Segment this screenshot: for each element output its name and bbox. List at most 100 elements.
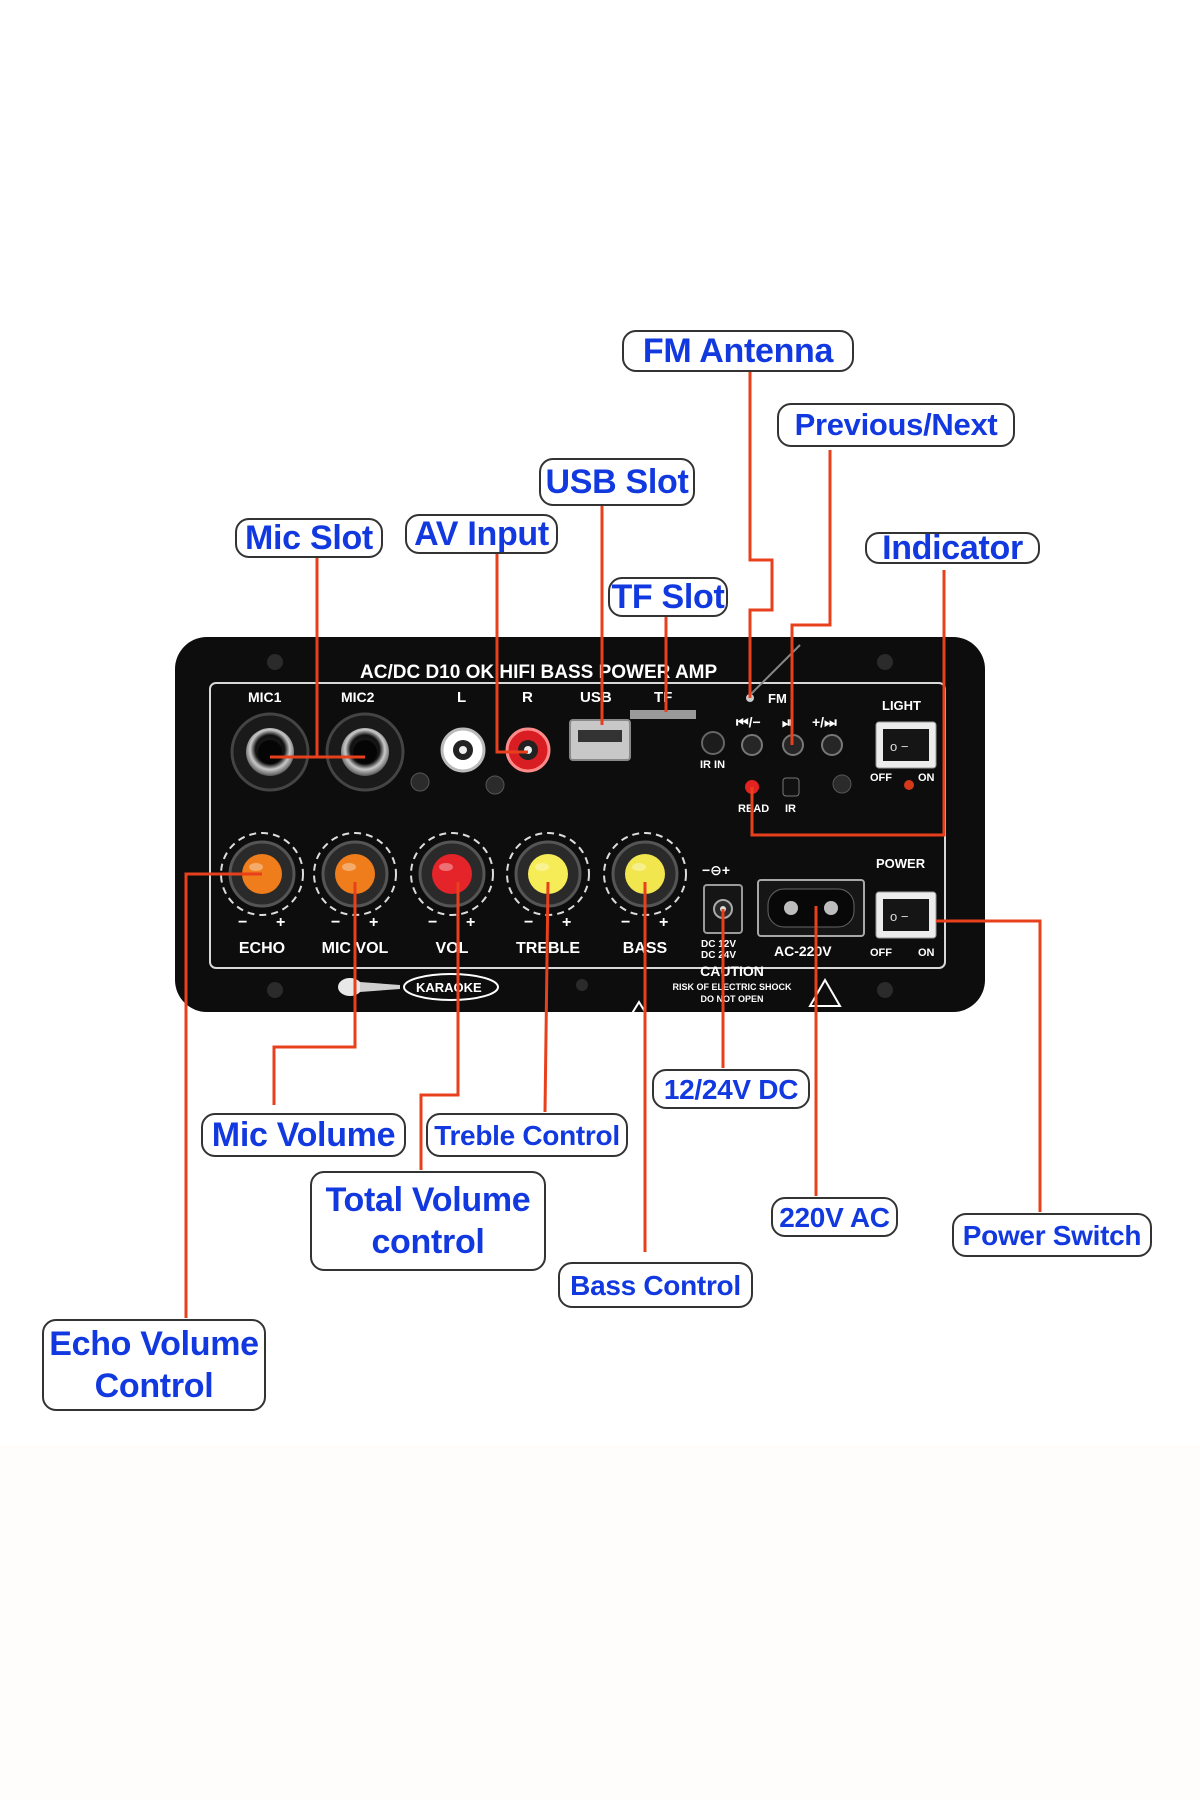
knob-plus-sign: + xyxy=(276,914,285,931)
knob-plus-sign: + xyxy=(466,914,475,931)
rca-left-label: L xyxy=(457,689,466,706)
vol-knob[interactable] xyxy=(410,832,494,916)
usb-label: USB xyxy=(580,689,612,706)
callout-text: FM Antenna xyxy=(642,331,834,370)
leader-treble xyxy=(543,881,550,1113)
mic1-jack[interactable] xyxy=(230,712,310,792)
knob-plus-sign: + xyxy=(562,914,571,931)
callout-text-line-1: Echo Volume xyxy=(49,1324,259,1363)
callout-text: 220V AC xyxy=(779,1201,890,1233)
callout-text: Bass Control xyxy=(570,1269,741,1301)
knob-minus-sign: − xyxy=(331,914,340,931)
dc-symbol: −⊖+ xyxy=(702,862,730,878)
tf-label: TF xyxy=(654,689,672,706)
mic1-label: MIC1 xyxy=(248,689,282,705)
vol-label: VOL xyxy=(436,940,469,957)
light-off-label: OFF xyxy=(870,772,892,784)
prev-button[interactable] xyxy=(741,734,763,756)
callout-ac: 220V AC xyxy=(771,1197,898,1237)
ac-power-socket[interactable] xyxy=(757,879,865,937)
mic2-label: MIC2 xyxy=(341,689,375,705)
callout-text: Treble Control xyxy=(434,1119,620,1151)
callout-tf-slot: TF Slot xyxy=(608,577,728,617)
caution-title: CAUTION xyxy=(700,963,764,979)
power-on-label: ON xyxy=(918,947,935,959)
ir-label: IR xyxy=(785,803,796,815)
callout-usb-slot: USB Slot xyxy=(539,458,695,506)
callout-text-line-2: control xyxy=(371,1223,485,1261)
callout-text: TF Slot xyxy=(611,577,725,616)
next-button[interactable] xyxy=(821,734,843,756)
callout-text: Mic Volume xyxy=(211,1115,396,1154)
callout-text: 12/24V DC xyxy=(663,1073,799,1105)
knob-plus-sign: + xyxy=(369,914,378,931)
callout-treble-control: Treble Control xyxy=(426,1113,628,1157)
callout-previous-next: Previous/Next xyxy=(777,403,1015,447)
echo-label: ECHO xyxy=(239,940,285,957)
knob-minus-sign: − xyxy=(238,914,247,931)
amplifier-panel: AC/DC D10 OK HIFI BASS POWER AMP MIC1 MI… xyxy=(175,637,985,1021)
callout-mic-slot: Mic Slot xyxy=(235,518,383,558)
ir-receiver xyxy=(782,777,800,797)
light-switch-title: LIGHT xyxy=(882,698,921,713)
callout-power-switch: Power Switch xyxy=(952,1213,1152,1257)
leader-indicator xyxy=(750,570,946,837)
rca-right-label: R xyxy=(522,689,533,706)
svg-text:o −: o − xyxy=(890,909,908,924)
dc-label-1: DC 12V xyxy=(701,939,736,950)
panel-title: AC/DC D10 OK HIFI BASS POWER AMP xyxy=(360,662,717,683)
callout-text: USB Slot xyxy=(545,462,689,501)
leader-lines xyxy=(184,372,1042,1318)
rca-right-jack[interactable] xyxy=(505,727,551,773)
knob-row: −+ECHO−+MIC VOL−+VOL−+TREBLE−+BASS xyxy=(220,832,687,957)
callout-fm-antenna: FM Antenna xyxy=(622,330,854,372)
bottom-background xyxy=(0,1445,1200,1800)
screw xyxy=(877,654,893,670)
knob-minus-sign: − xyxy=(621,914,630,931)
screw xyxy=(576,979,588,991)
callout-text-line-1: Total Volume xyxy=(325,1180,531,1219)
knob-minus-sign: − xyxy=(524,914,533,931)
usb-port[interactable] xyxy=(569,719,631,761)
next-button-label: +/⏭ xyxy=(812,714,837,730)
leader-mic-volume xyxy=(272,882,357,1105)
rca-left-jack[interactable] xyxy=(440,727,486,773)
light-on-label: ON xyxy=(918,772,935,784)
callout-text: Previous/Next xyxy=(794,406,998,442)
play-button-label: ⏯ xyxy=(782,714,793,730)
leader-av-input xyxy=(495,552,528,754)
light-switch[interactable]: o − xyxy=(875,721,937,769)
callout-indicator: Indicator xyxy=(865,529,1040,567)
leader-mic-slot xyxy=(270,555,365,759)
caution-line-1: RISK OF ELECTRIC SHOCK xyxy=(672,982,792,992)
callout-bass-control: Bass Control xyxy=(558,1262,753,1308)
bass-knob[interactable] xyxy=(603,832,687,916)
callout-text: AV Input xyxy=(414,514,549,553)
power-switch-title: POWER xyxy=(876,856,926,871)
leader-fm-antenna xyxy=(748,372,774,698)
callout-text: Power Switch xyxy=(962,1219,1142,1251)
power-off-label: OFF xyxy=(870,947,892,959)
mic2-jack[interactable] xyxy=(325,712,405,792)
ir-in-jack[interactable] xyxy=(701,731,725,755)
light-led xyxy=(904,780,914,790)
karaoke-label: KARAOKE xyxy=(416,980,482,995)
mic-vol-knob[interactable] xyxy=(313,832,397,916)
leader-previous-next xyxy=(790,450,832,745)
screw xyxy=(877,982,893,998)
screw xyxy=(832,774,852,794)
ir-in-label: IR IN xyxy=(700,759,725,771)
tf-card-slot[interactable] xyxy=(630,710,696,719)
knob-minus-sign: − xyxy=(428,914,437,931)
treble-knob[interactable] xyxy=(506,832,590,916)
callout-dc: 12/24V DC xyxy=(652,1069,810,1109)
power-switch[interactable]: o − xyxy=(875,891,937,939)
fm-label: FM xyxy=(768,691,787,706)
screw xyxy=(485,775,505,795)
leader-power-switch xyxy=(936,919,1042,1212)
svg-text:o −: o − xyxy=(890,739,908,754)
callout-mic-volume: Mic Volume xyxy=(201,1113,406,1157)
dc-label-2: DC 24V xyxy=(701,950,736,961)
